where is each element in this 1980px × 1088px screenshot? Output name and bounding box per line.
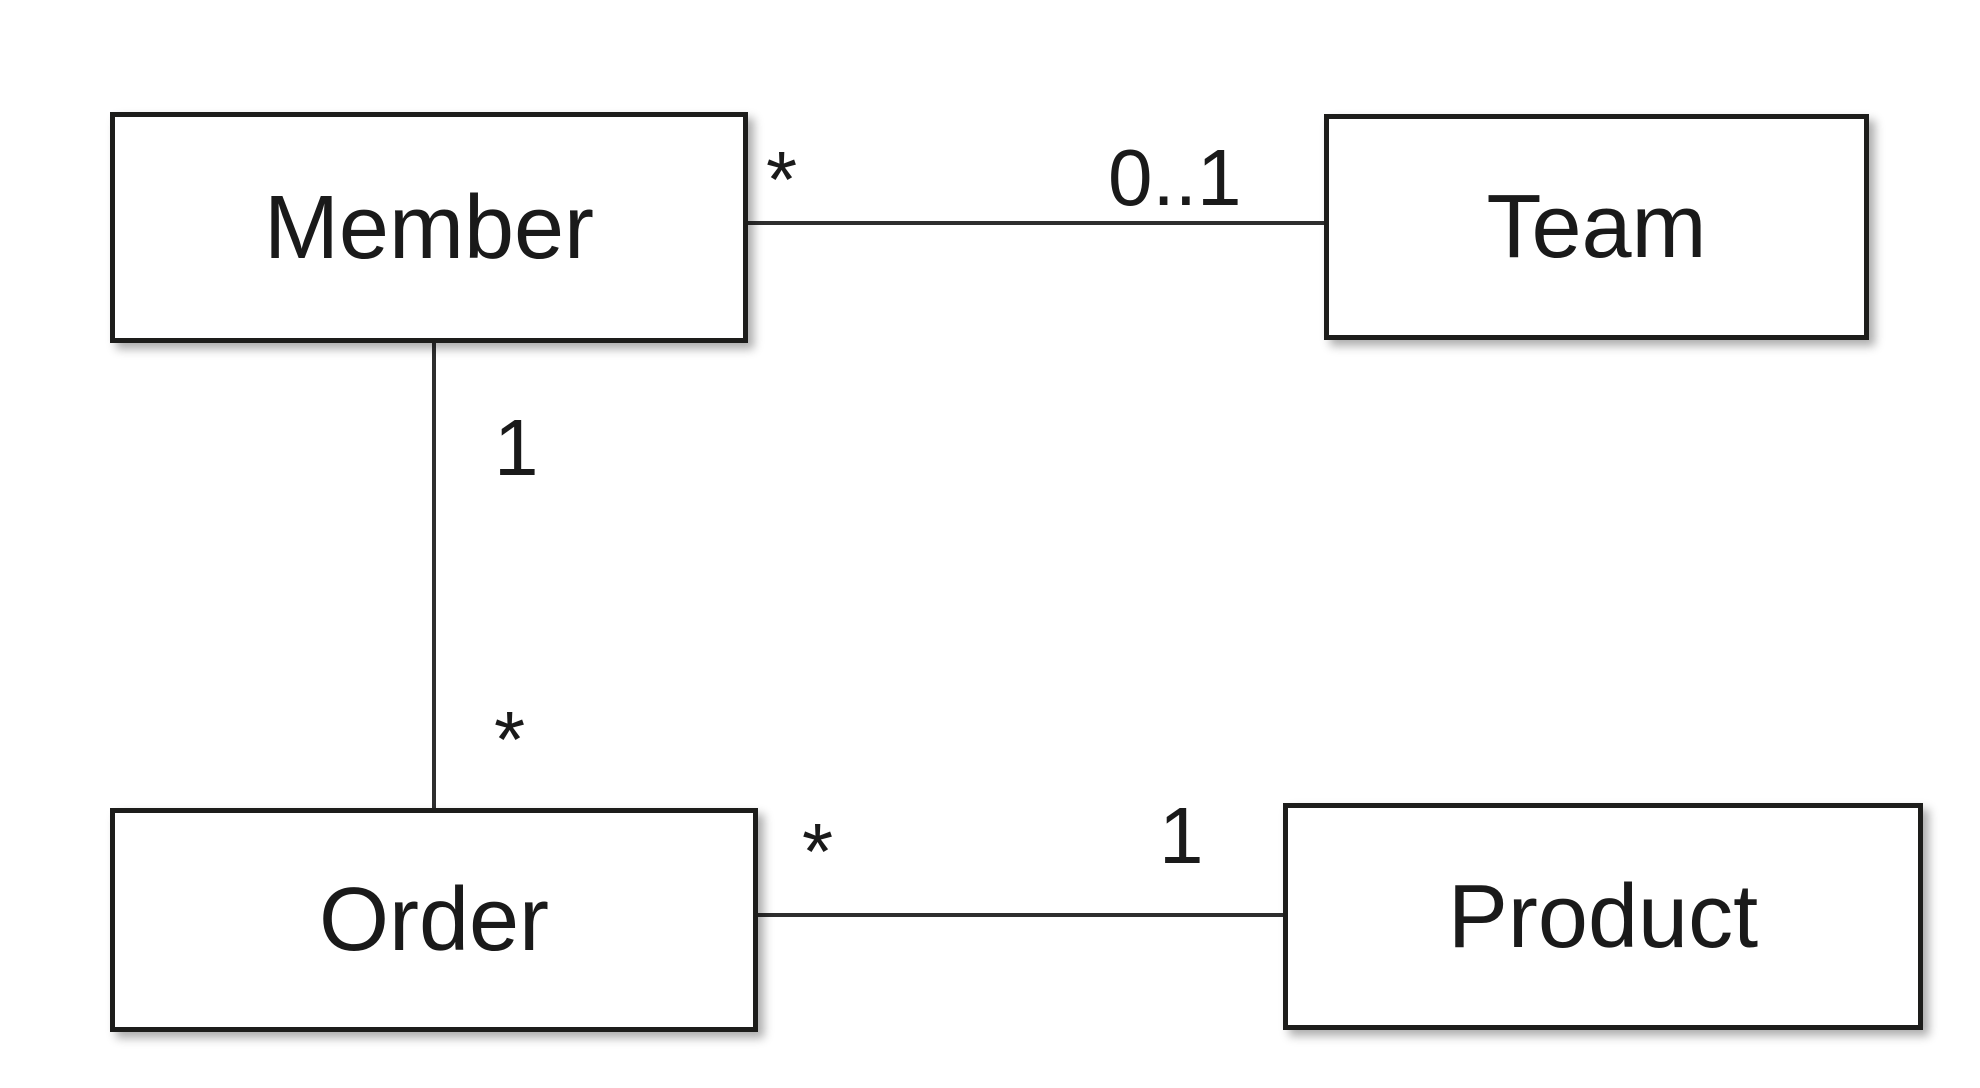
entity-member: Member	[110, 112, 748, 343]
entity-product: Product	[1283, 803, 1923, 1030]
association-member-order-line	[432, 341, 436, 810]
multiplicity-member-team-near-member: *	[766, 135, 798, 224]
entity-order-label: Order	[318, 870, 550, 970]
entity-member-label: Member	[263, 177, 595, 278]
multiplicity-member-order-near-member: 1	[494, 403, 539, 492]
multiplicity-member-team-near-team: 0..1	[1108, 133, 1242, 222]
association-order-product-line	[756, 913, 1284, 917]
multiplicity-order-product-near-product: 1	[1159, 791, 1204, 880]
multiplicity-order-product-near-order: *	[802, 807, 834, 896]
entity-order: Order	[110, 808, 758, 1032]
entity-team-label: Team	[1486, 177, 1707, 277]
entity-product-label: Product	[1447, 866, 1759, 967]
association-member-team-line	[746, 221, 1324, 225]
entity-team: Team	[1324, 114, 1869, 340]
multiplicity-member-order-near-order: *	[494, 695, 526, 784]
